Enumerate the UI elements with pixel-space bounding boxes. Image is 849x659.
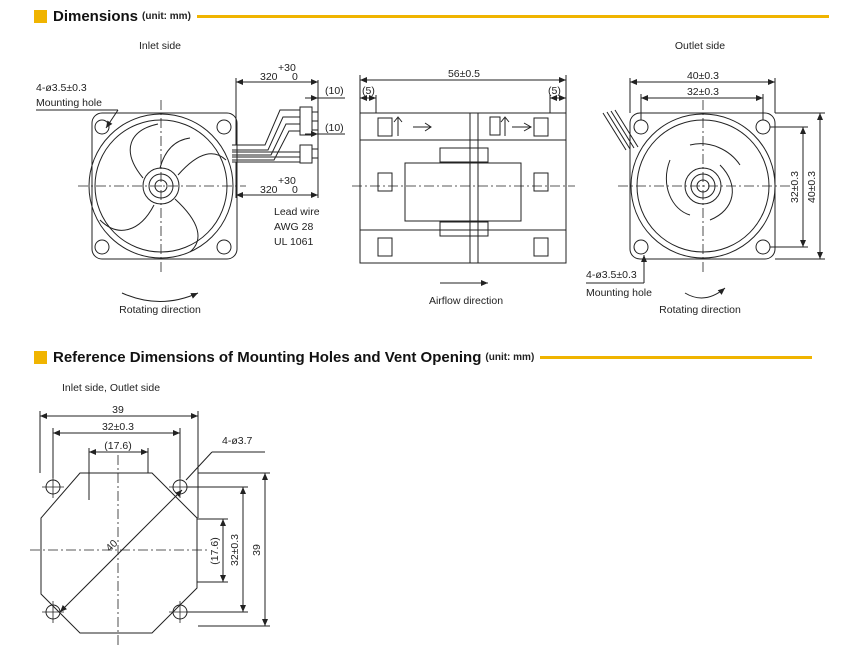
airflow-label: Airflow direction: [429, 295, 503, 307]
section-header-dimensions: Dimensions (unit: mm): [34, 8, 829, 25]
section-unit: (unit: mm): [485, 352, 535, 363]
ref-inner-label: (17.6): [104, 440, 131, 452]
lead-wire-standard: UL 1061: [274, 236, 313, 248]
mounting-hole-icon: [94, 239, 110, 255]
mounting-hole-icon: [216, 239, 232, 255]
mounting-hole-icon: [633, 239, 649, 255]
lead-wires: [232, 78, 345, 198]
outlet-fan-view: [586, 78, 825, 299]
side-fan-view: [352, 75, 575, 286]
mounting-hole-icon: [755, 239, 771, 255]
ref-hole-spec: 4-ø3.7: [222, 435, 253, 447]
outlet-hole-spec: 4-ø3.5±0.3: [586, 269, 637, 281]
mounting-hole-icon: [216, 119, 232, 135]
outlet-height-vertical: 40±0.3: [806, 171, 818, 203]
section-title: Dimensions: [53, 8, 139, 25]
section-unit: (unit: mm): [142, 11, 191, 22]
ref-side-label: Inlet side, Outlet side: [62, 382, 160, 394]
lead-pitch-a: (10): [325, 85, 344, 97]
lead-wire-label: Lead wire: [274, 206, 320, 218]
outlet-side-label: Outlet side: [675, 40, 725, 52]
section-header-reference: Reference Dimensions of Mounting Holes a…: [34, 349, 813, 366]
outlet-hole-label: Mounting hole: [586, 287, 652, 299]
inlet-hole-spec: 4-ø3.5±0.3: [36, 82, 87, 94]
header-rule: [196, 15, 829, 18]
lead-pitch-b: (10): [325, 122, 344, 134]
lead-length-bottom: 320: [260, 184, 278, 196]
lead-tol-zero-bottom: 0: [292, 184, 298, 196]
inlet-hole-label: Mounting hole: [36, 97, 102, 109]
reference-vent-view: [30, 411, 270, 645]
lead-wire-gauge: AWG 28: [274, 221, 313, 233]
lead-tol-plus-bottom: +30: [278, 175, 296, 187]
inlet-side-label: Inlet side: [139, 40, 181, 52]
outlet-width-label: 40±0.3: [687, 70, 719, 82]
header-marker-icon: [34, 351, 47, 364]
inlet-fan-view: [36, 100, 246, 302]
ref-inner-vertical: (17.6): [209, 537, 221, 564]
inlet-rotation-label: Rotating direction: [119, 304, 201, 316]
side-margin-right: (5): [548, 85, 561, 97]
outlet-pitch-vertical: 32±0.3: [789, 171, 801, 203]
mounting-hole-icon: [633, 119, 649, 135]
ref-width-label: 39: [112, 404, 124, 416]
outlet-rotation-label: Rotating direction: [659, 304, 741, 316]
header-rule: [540, 356, 813, 359]
side-width-label: 56±0.5: [448, 68, 480, 80]
side-margin-left: (5): [362, 85, 375, 97]
outlet-pitch-label: 32±0.3: [687, 86, 719, 98]
section-title: Reference Dimensions of Mounting Holes a…: [53, 349, 482, 366]
mounting-hole-icon: [755, 119, 771, 135]
lead-tol-plus-top: +30: [278, 62, 296, 74]
ref-pitch-vertical: 32±0.3: [229, 534, 241, 566]
lead-tol-zero-top: 0: [292, 71, 298, 83]
header-marker-icon: [34, 10, 47, 23]
ref-height-vertical: 39: [251, 544, 263, 556]
lead-length-top: 320: [260, 71, 278, 83]
ref-pitch-label: 32±0.3: [102, 421, 134, 433]
